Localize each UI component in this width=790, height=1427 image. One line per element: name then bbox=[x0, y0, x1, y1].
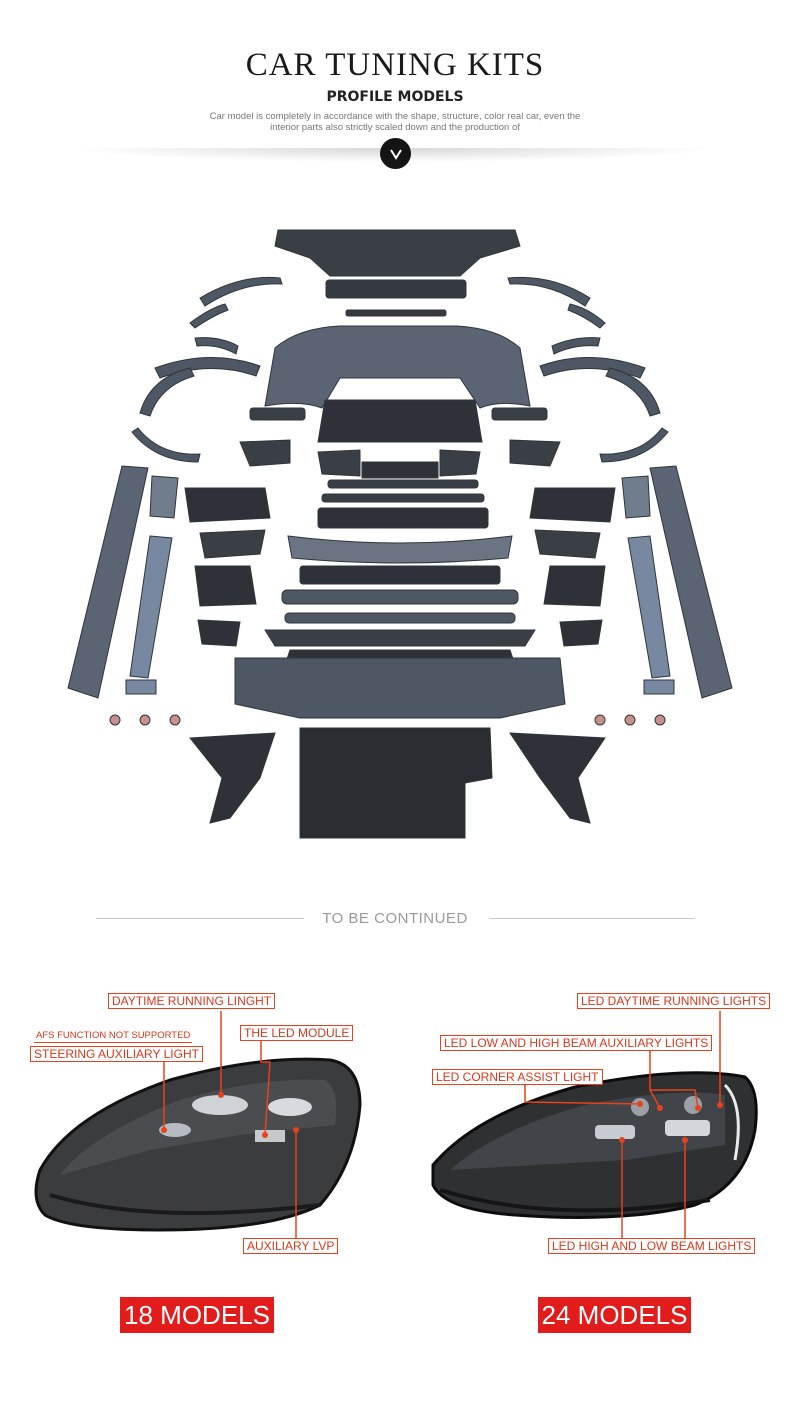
callout-afs-not-supported: AFS FUNCTION NOT SUPPORTED bbox=[34, 1030, 193, 1043]
headlight-18-leaders bbox=[161, 1011, 299, 1245]
callout-led-corner-assist-light: LED CORNER ASSIST LIGHT bbox=[432, 1069, 603, 1085]
page-title: CAR TUNING KITS bbox=[245, 47, 545, 83]
callout-auxiliary-lvp: AUXILIARY LVP bbox=[243, 1238, 339, 1254]
headlight-24-image bbox=[431, 1071, 758, 1219]
callout-daytime-running-light: DAYTIME RUNNING LINGHT bbox=[108, 993, 276, 1009]
page-subtitle: PROFILE MODELS bbox=[326, 89, 464, 105]
divider-line-left bbox=[96, 918, 304, 919]
callout-led-daytime-running-lights: LED DAYTIME RUNNING LIGHTS bbox=[577, 993, 771, 1009]
divider-line-right bbox=[490, 918, 694, 919]
callout-led-module: THE LED MODULE bbox=[240, 1025, 354, 1041]
body-kit-parts-image bbox=[67, 229, 733, 839]
divider-label: TO BE CONTINUED bbox=[322, 910, 468, 927]
badge-18-models: 18 MODELS bbox=[120, 1297, 274, 1333]
page-description: Car model is completely in accordance wi… bbox=[209, 111, 581, 133]
callout-led-high-low-beam-lights: LED HIGH AND LOW BEAM LIGHTS bbox=[548, 1238, 756, 1254]
badge-24-models: 24 MODELS bbox=[538, 1297, 691, 1333]
callout-steering-auxiliary-light: STEERING AUXILIARY LIGHT bbox=[30, 1046, 203, 1062]
callout-led-low-high-beam-auxiliary: LED LOW AND HIGH BEAM AUXILIARY LIGHTS bbox=[440, 1035, 713, 1051]
headlight-24-leaders bbox=[524, 1011, 723, 1240]
chevron-down-icon bbox=[380, 138, 411, 169]
